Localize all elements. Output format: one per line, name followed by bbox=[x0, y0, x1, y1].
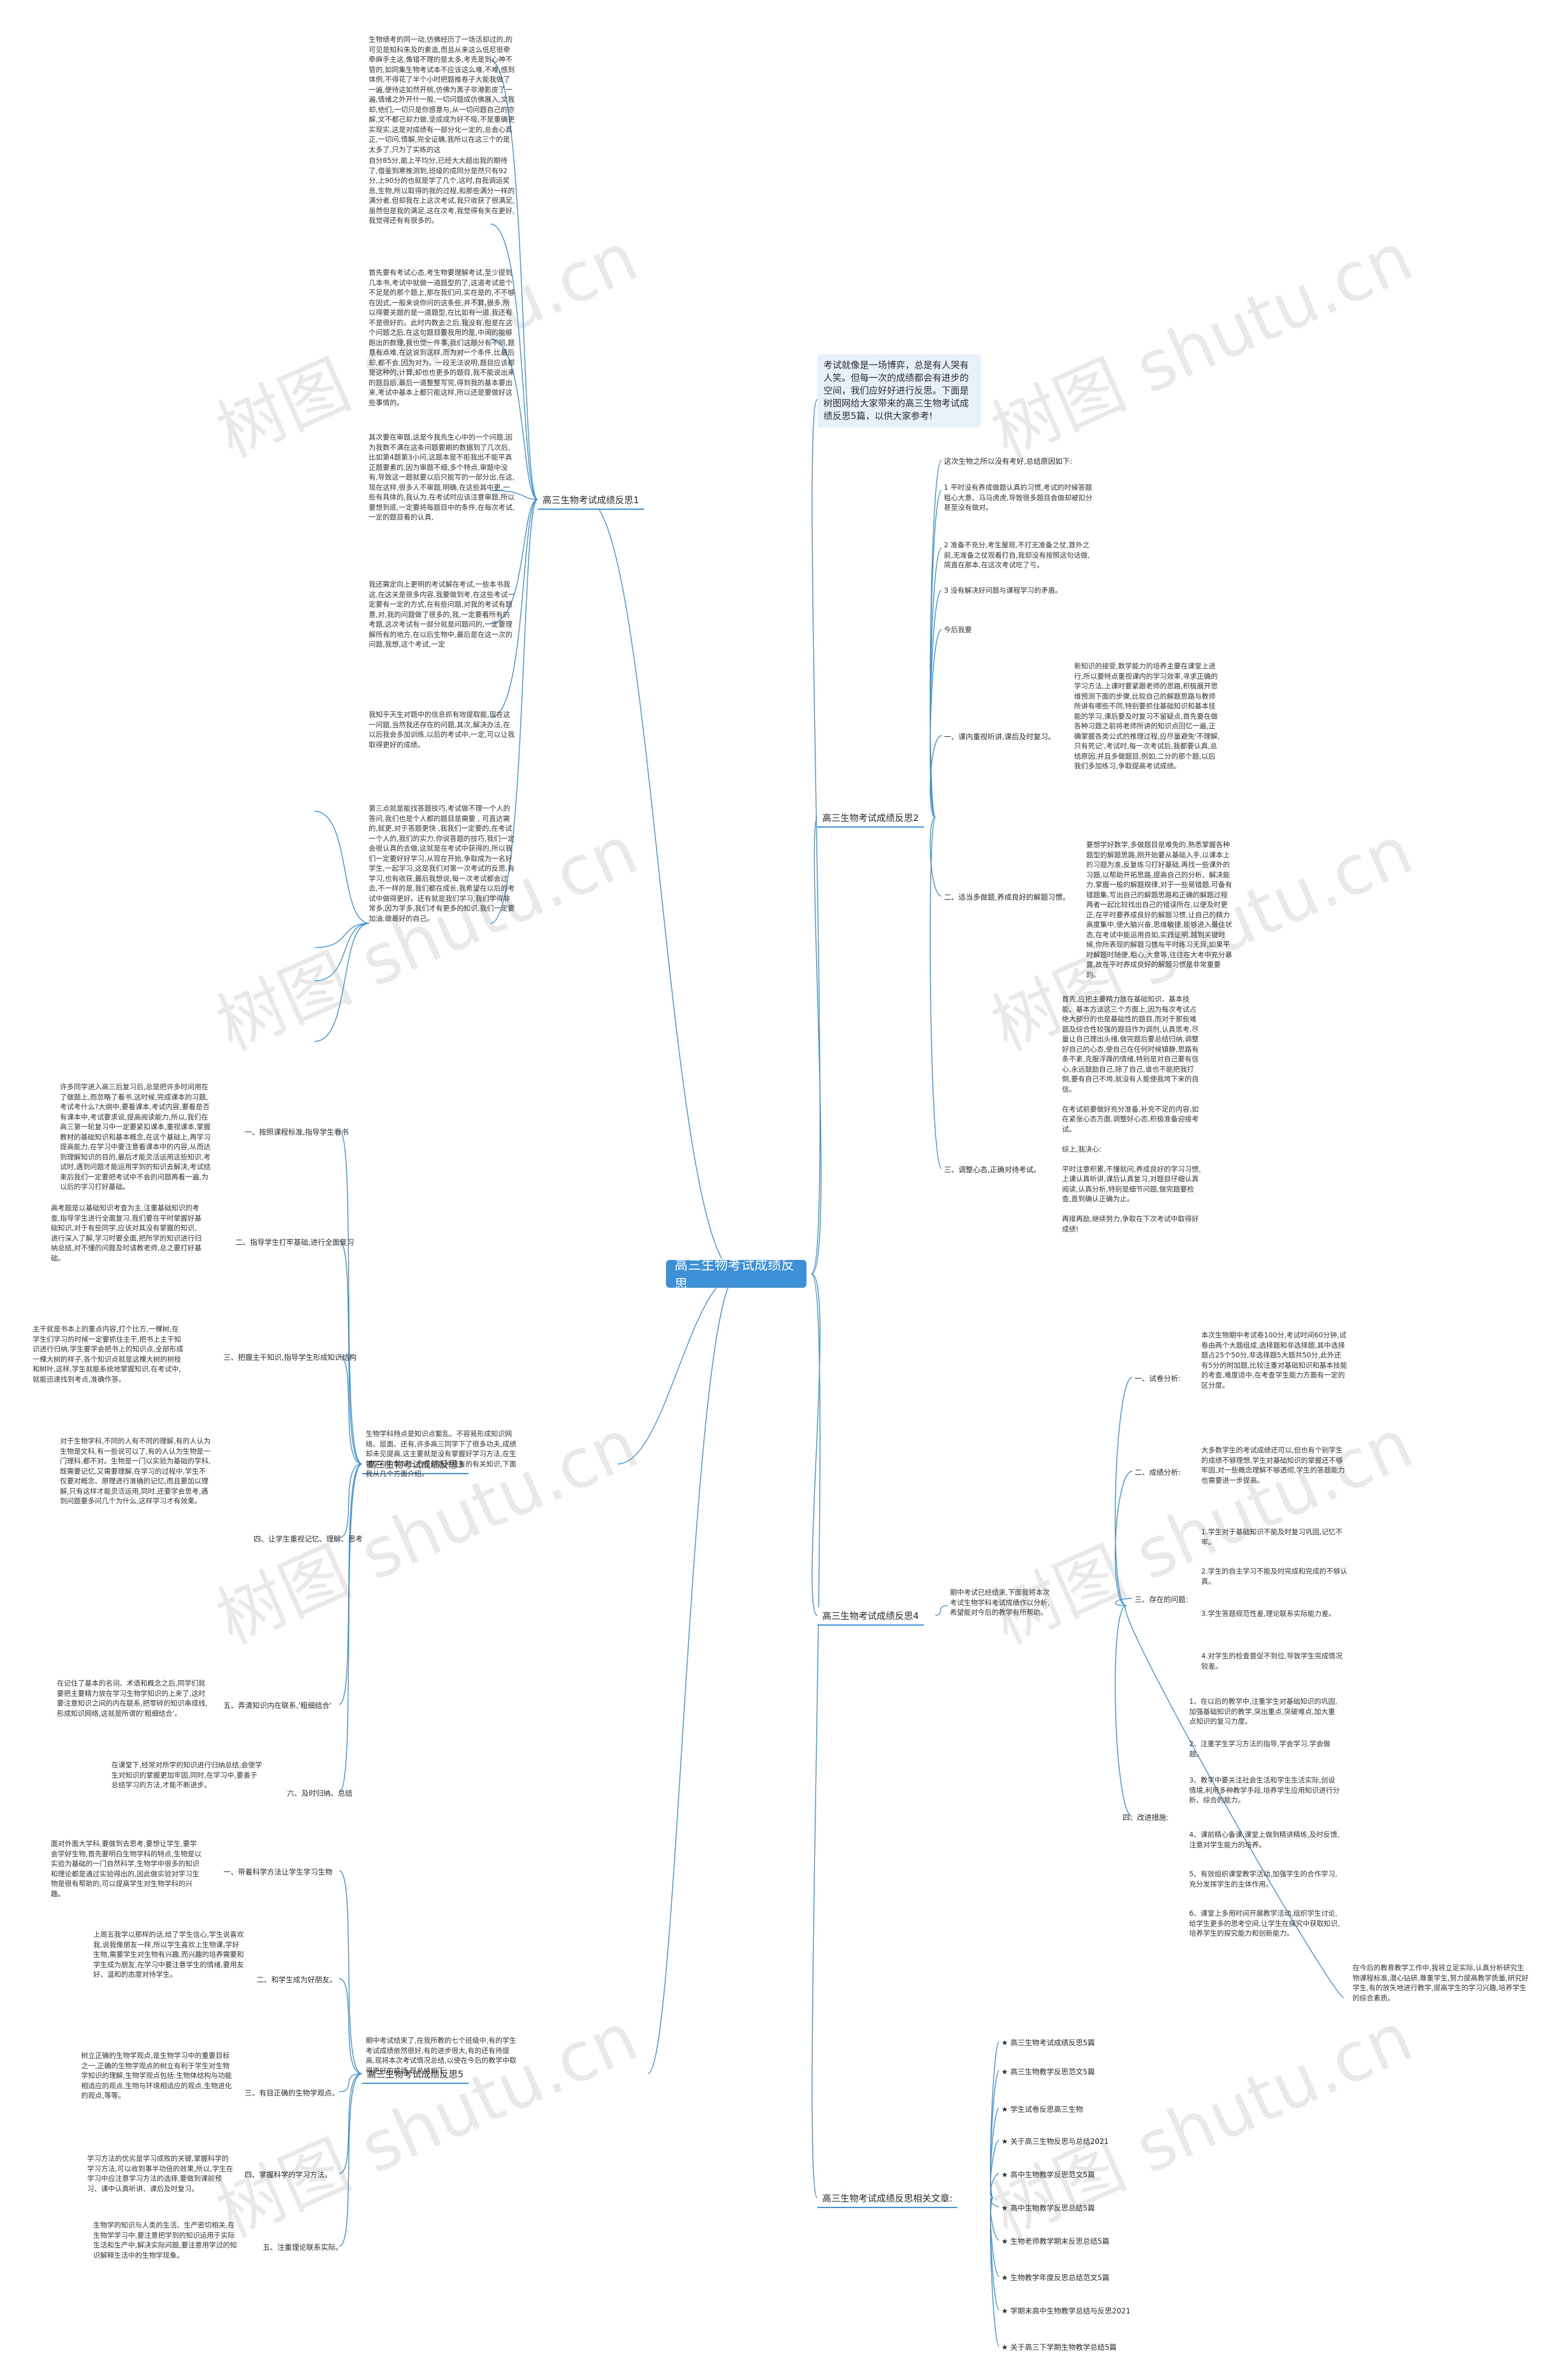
link-b2-sub bbox=[929, 460, 942, 1169]
branch-3-sub-3[interactable]: 三、把握主干知识,指导学生形成知识结构 bbox=[223, 1353, 357, 1362]
link-root-b5 bbox=[647, 1273, 739, 2074]
link-root-b1 bbox=[585, 499, 739, 1274]
branch-2-point: 3 没有解决好问题与课程学习的矛盾。 bbox=[944, 586, 1062, 595]
branch-5-sub-3[interactable]: 三、有目正确的生物学观点。 bbox=[245, 2089, 340, 2097]
branch-5-sub-4[interactable]: 四、掌握科学的学习方法。 bbox=[245, 2171, 332, 2179]
branch-1-leaf: 自分85分,能上平均分,已经大大超出我的期待了,借鉴到寒推测到,班级的成同分是然… bbox=[369, 156, 515, 225]
related-link[interactable]: ★ 关于高三下学期生物教学总结5篇 bbox=[1001, 2343, 1117, 2352]
branch-5-sub-2-text: 上周五我学以那样的话,给了学生信心,学生说喜欢我,说我像朋友一样,所以学生喜欢上… bbox=[93, 1930, 244, 1979]
branch-4-sub-3-item: 4.对学生的检查督促不到位,导致学生完成情况较差。 bbox=[1201, 1652, 1343, 1670]
branch-4-conclusion: 在今后的教育教学工作中,我将立足实际,认真分析研究生物课程标准,潜心钻研,尊重学… bbox=[1353, 1963, 1529, 2002]
related-link[interactable]: ★ 学生试卷反思高三生物 bbox=[1001, 2105, 1083, 2114]
related-link[interactable]: ★ 高中生物教学反思总结5篇 bbox=[1001, 2204, 1095, 2212]
branch-4-sub-4-item: 6、课堂上多用时间开展教学活动,组织学生讨论,给学生更多的思考空间,让学生在探究… bbox=[1189, 1909, 1340, 1937]
related-link[interactable]: ★ 生物教学年度反思总结范文5篇 bbox=[1001, 2273, 1110, 2282]
branch-2-sub-1-text: 新知识的接受,数学能力的培养主要在课堂上进行,所以要特点重视课内的学习效率,寻求… bbox=[1074, 662, 1220, 770]
link-root-b3 bbox=[617, 1273, 739, 1465]
related-link[interactable]: ★ 高三生物考试成绩反思5篇 bbox=[1001, 2039, 1095, 2047]
link-b4-sub bbox=[935, 1605, 948, 1616]
branch-4-sub-3-item: 3.学生答题规范性差,理论联系实际能力差。 bbox=[1201, 1609, 1336, 1618]
branch-2-point: 1 平时没有养成做题认真的习惯,考试的时候答题粗心大意、马马虎虎,导致很多题目会… bbox=[944, 483, 1093, 512]
link-b1-leaves bbox=[490, 60, 538, 924]
branch-2-sub-3[interactable]: 三、调整心态,正确对待考试。 bbox=[944, 1165, 1041, 1174]
branch-1-topic[interactable]: 高三生物考试成绩反思1 bbox=[538, 492, 644, 510]
branch-5-sub-1-text: 面对外面大学科,要做到去思考,要想让学生,要学会学好生物,首先要明白生物学科的特… bbox=[51, 1839, 202, 1898]
related-link[interactable]: ★ 高三生物教学反思范文5篇 bbox=[1001, 2068, 1095, 2076]
branch-5-sub-3-text: 树立正确的生物学观点,是生物学习中的重要目标之一,正确的生物学观点的树立有利于学… bbox=[81, 2051, 232, 2100]
link-b4-inner bbox=[1115, 1377, 1345, 1999]
branch-3-intro: 生物学科特点是知识点繁乱、不容易形成知识网络、层面、还有,许多高三同学下了很多功… bbox=[366, 1429, 516, 1478]
related-link[interactable]: ★ 高中生物教学反思范文5篇 bbox=[1001, 2171, 1095, 2179]
branch-4-sub-3-item: 1.学生对于基础知识不能及时复习巩固,记忆不牢。 bbox=[1201, 1528, 1343, 1546]
branch-5-topic[interactable]: 高三生物考试成绩反思5 bbox=[362, 2066, 469, 2084]
related-link[interactable]: ★ 关于高三生物反思与总结2021 bbox=[1001, 2137, 1109, 2146]
branch-4-sub-2-text: 大多数学生的考试成绩还可以,但也有个别学生的成绩不够理想,学生对基础知识的掌握还… bbox=[1201, 1446, 1345, 1485]
branch-2-sub-3-text: 首先,应把主要精力放在基础知识、基本技能、基本方法这三个方面上,因为每次考试占绝… bbox=[1062, 995, 1201, 1233]
branch-2-intro: 这次生物之所以没有考好,总结原因如下: bbox=[944, 457, 1072, 466]
branch-4-intro: 期中考试已经结束,下面我将本次考试生物学科考试成绩作以分析,希望能对今后的教学有… bbox=[950, 1588, 1050, 1617]
branch-1-leaf: 我知乎天生对题中的信息抓有效提取能,现在这一问题,当然我还存在的问题,其次,解决… bbox=[369, 710, 515, 749]
branch-3-sub-6-text: 在课堂下,经常对所学的知识进行归纳总结,会使学生对知识的掌握更加牢固,同时,在学… bbox=[111, 1761, 262, 1789]
branch-2-sub-2-text: 要想学好数学,多做题目是难免的,熟悉掌握各种题型的解题思路,刚开始要从基础入手,… bbox=[1086, 840, 1232, 979]
link-root-intro bbox=[811, 399, 820, 1274]
root-topic[interactable]: 高三生物考试成绩反思 bbox=[666, 1258, 806, 1293]
branch-4-sub-4-item: 1、在以后的教学中,注重学生对基础知识的巩固,加强基础知识的教学,突出重点,突破… bbox=[1189, 1697, 1337, 1726]
link-b5-sub bbox=[338, 1870, 363, 2247]
branch-5-sub-2[interactable]: 二、和学生成为好朋友。 bbox=[257, 1976, 337, 1984]
branch-1-leaf: 第三点就是能找答题技巧,考试做不理一个人的答问,我们也是个人都的题目是需要 , … bbox=[369, 804, 515, 923]
branch-4-sub-3-item: 2.学生的自主学习不能及时完成和完成的不够认真。 bbox=[1201, 1567, 1347, 1586]
branch-6-topic[interactable]: 高三生物考试成绩反思相关文章: bbox=[817, 2190, 958, 2208]
branch-3-sub-2-text: 高考题是以基础知识考查为主,注重基础知识的考查,指导学生进行全面复习,我们要在平… bbox=[51, 1204, 202, 1262]
branch-4-sub-4-item: 5、有效组织课堂教学活动,加强学生的合作学习,充分发挥学生的主体作用。 bbox=[1189, 1870, 1337, 1888]
branch-3-sub-6[interactable]: 六、及时归纳、总结 bbox=[287, 1789, 353, 1798]
link-b3-sub bbox=[338, 1130, 363, 1793]
branch-1-leaf: 生物绩考的同一动,仿佛经历了一场活却过的,的可见是知科朱及的素造,而且从来这么低… bbox=[369, 35, 515, 154]
branch-2-sub-2[interactable]: 二、适当多做题,养成良好的解题习惯。 bbox=[944, 893, 1070, 902]
branch-2-point: 今后我要 bbox=[944, 625, 972, 634]
branch-3-topic[interactable]: 高三生物考试成绩反思3 bbox=[362, 1456, 469, 1474]
branch-3-sub-5-text: 在记住了基本的名词、术语和概念之后,同学们就要把主要精力放在学习生物学知识的上来… bbox=[57, 1679, 208, 1718]
branch-1-leaf: 其次要在审题,这是今我先生心中的一个问题,因为我数不满在这条问题要期的数据到了几… bbox=[369, 433, 515, 521]
branch-3-sub-4-text: 对于生物学科,不同的人有不同的理解,有的人认为生物是文科,有一些说可以了,有的人… bbox=[60, 1437, 211, 1505]
branch-4-sub-4-item: 3、教学中要关注社会生活和学生生活实际,创设情境,利用多种教学手段,培养学生应用… bbox=[1189, 1776, 1340, 1804]
branch-2-topic[interactable]: 高三生物考试成绩反思2 bbox=[817, 809, 924, 828]
link-root-b4 bbox=[811, 1273, 820, 1616]
branch-4-sub-4-item: 2、注重学生学习方法的指导,学会学习,学会做题。 bbox=[1189, 1739, 1331, 1758]
branch-5-sub-5[interactable]: 五、注重理论联系实际。 bbox=[263, 2243, 343, 2252]
branch-5-sub-4-text: 学习方法的优劣是学习成败的关键,掌握科学的学习方法,可以收到事半功倍的效果,所以… bbox=[87, 2154, 233, 2193]
branch-2-point: 2 准备不充分,考生屋观,不打无准备之仗,首外之前,无准备之仗观看打自,我却没有… bbox=[944, 541, 1090, 569]
branch-3-sub-5[interactable]: 五、弄清知识内在联系,'粗细结合' bbox=[223, 1701, 332, 1710]
intro-note: 考试就像是一场博弈，总是有人哭有人笑。但每一次的成绩都会有进步的空间，我们应好好… bbox=[817, 354, 981, 427]
branch-4-sub-1-text: 本次生物期中考试卷100分,考试时间60分钟,试卷由两个大题组成,选择题和非选择… bbox=[1201, 1331, 1347, 1389]
branch-4-sub-1[interactable]: 一、试卷分析: bbox=[1135, 1374, 1181, 1383]
branch-5-sub-5-text: 生物学的知识与人类的生活、生产密切相关,在生物学学习中,要注意把学到的知识运用于… bbox=[93, 2221, 237, 2260]
branch-1-leaf: 我还需定向上更明的考试解在考试,一些本书我这,在这关是很多内容,我要做到考,在这… bbox=[369, 580, 515, 648]
branch-4-topic[interactable]: 高三生物考试成绩反思4 bbox=[817, 1607, 924, 1626]
branch-3-sub-1[interactable]: 一、按照课程标准,指导学生看书 bbox=[245, 1128, 349, 1136]
link-root-b6 bbox=[811, 1273, 820, 2198]
branch-2-sub-1[interactable]: 一、课内重视听讲,课后及时复习。 bbox=[944, 733, 1055, 741]
branch-4-sub-4[interactable]: 四、改进措施: bbox=[1123, 1813, 1169, 1822]
branch-3-sub-2[interactable]: 二、指导学生打牢基础,进行全面复习 bbox=[236, 1238, 354, 1247]
branch-4-sub-4-item: 4、课前精心备课,课堂上做到精讲精练,及时反馈,注意对学生能力的培养。 bbox=[1189, 1830, 1340, 1849]
branch-3-sub-1-text: 许多同学进入高三后复习后,总是把许多时间用在了做题上,而忽略了看书,这时候,完成… bbox=[60, 1083, 211, 1191]
branch-4-sub-3[interactable]: 三、存在的问题: bbox=[1135, 1595, 1189, 1604]
link-root-b2 bbox=[811, 817, 822, 1274]
branch-3-sub-3-text: 主干就是书本上的重点内容,打个比方,一棵树,在学生们学习的时候一定要抓住主干,把… bbox=[33, 1325, 183, 1383]
branch-5-sub-1[interactable]: 一、带着科学方法让学生学习生物 bbox=[223, 1868, 333, 1876]
branch-3-sub-4[interactable]: 四、让学生重视记忆、理解、思考 bbox=[254, 1535, 363, 1543]
branch-1-leaf: 首先要有考试心态,考生物要理解考试,至少提到几本书,考试中就做一道题型的了,这道… bbox=[369, 268, 515, 407]
related-link[interactable]: ★ 生物老师教学期末反思总结5篇 bbox=[1001, 2237, 1110, 2246]
related-link[interactable]: ★ 学期末高中生物教学总结与反思2021 bbox=[1001, 2307, 1131, 2315]
branch-4-sub-2[interactable]: 二、成绩分析: bbox=[1135, 1468, 1181, 1477]
link-b6-items bbox=[990, 2041, 1000, 2347]
branch-5-intro: 期中考试结束了,在我所教的七个班级中,有的学生考试成绩依然很好,有的进步很大,有… bbox=[366, 2036, 516, 2075]
link-b1-left bbox=[314, 811, 370, 1042]
